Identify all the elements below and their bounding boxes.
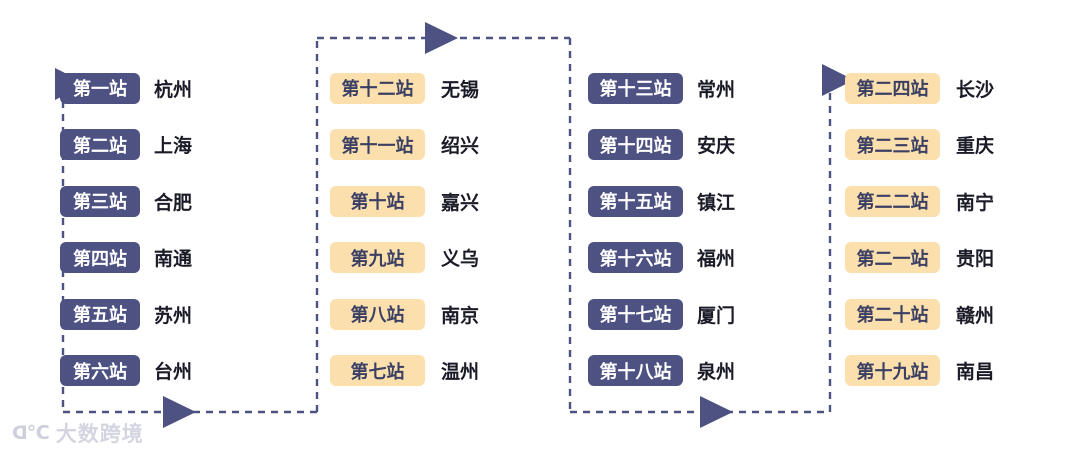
station-city: 贵阳 xyxy=(956,249,995,271)
station-badge[interactable]: 第十七站 xyxy=(588,298,683,330)
station-badge[interactable]: 第十三站 xyxy=(588,72,683,104)
station-badge[interactable]: 第二三站 xyxy=(845,129,940,161)
brand-name: 大数跨境 xyxy=(55,423,144,446)
station-badge[interactable]: 第二站 xyxy=(60,129,140,161)
station-city: 泉州 xyxy=(697,362,736,384)
column-1: 第一站 杭州 第二站 上海 第三站 合肥 第四站 南通 第五站 苏州 第六站 台… xyxy=(60,60,290,399)
station-row[interactable]: 第十五站 镇江 xyxy=(588,173,818,230)
station-row[interactable]: 第八站 南京 xyxy=(330,286,560,343)
station-city: 杭州 xyxy=(154,79,193,101)
arrow-head-bottom-left xyxy=(163,396,196,428)
station-row[interactable]: 第三站 合肥 xyxy=(60,173,290,230)
station-city: 绍兴 xyxy=(441,136,480,158)
station-city: 长沙 xyxy=(956,79,995,101)
station-city: 安庆 xyxy=(697,136,736,158)
column-4: 第二四站 长沙 第二三站 重庆 第二二站 南宁 第二一站 贵阳 第二十站 赣州 … xyxy=(845,60,1075,399)
station-city: 无锡 xyxy=(441,79,480,101)
station-row[interactable]: 第七站 温州 xyxy=(330,343,560,400)
station-row[interactable]: 第四站 南通 xyxy=(60,230,290,287)
station-badge[interactable]: 第十五站 xyxy=(588,185,683,217)
station-row[interactable]: 第十二站 无锡 xyxy=(330,60,560,117)
station-badge[interactable]: 第三站 xyxy=(60,185,140,217)
station-badge[interactable]: 第一站 xyxy=(60,72,140,104)
station-row[interactable]: 第十四站 安庆 xyxy=(588,117,818,174)
station-badge[interactable]: 第四站 xyxy=(60,242,140,274)
station-badge[interactable]: 第二一站 xyxy=(845,242,940,274)
station-row[interactable]: 第十九站 南昌 xyxy=(845,343,1075,400)
station-row[interactable]: 第十八站 泉州 xyxy=(588,343,818,400)
watermark: ᗡ℃ 大数跨境 xyxy=(12,418,144,448)
station-row[interactable]: 第十站 嘉兴 xyxy=(330,173,560,230)
station-badge[interactable]: 第十一站 xyxy=(330,129,425,161)
station-row[interactable]: 第九站 义乌 xyxy=(330,230,560,287)
station-badge[interactable]: 第七站 xyxy=(330,355,425,387)
station-row[interactable]: 第二站 上海 xyxy=(60,117,290,174)
station-city: 苏州 xyxy=(154,305,193,327)
station-row[interactable]: 第二二站 南宁 xyxy=(845,173,1075,230)
station-row[interactable]: 第二四站 长沙 xyxy=(845,60,1075,117)
station-city: 南通 xyxy=(154,249,193,271)
station-city: 台州 xyxy=(154,362,193,384)
station-city: 上海 xyxy=(154,136,193,158)
station-badge[interactable]: 第六站 xyxy=(60,355,140,387)
station-city: 福州 xyxy=(697,249,736,271)
station-city: 重庆 xyxy=(956,136,995,158)
station-city: 赣州 xyxy=(956,305,995,327)
station-row[interactable]: 第二十站 赣州 xyxy=(845,286,1075,343)
station-row[interactable]: 第二一站 贵阳 xyxy=(845,230,1075,287)
station-city: 合肥 xyxy=(154,192,193,214)
station-city: 南昌 xyxy=(956,362,995,384)
arrow-head-top-middle xyxy=(425,22,458,54)
station-city: 南宁 xyxy=(956,192,995,214)
station-row[interactable]: 第二三站 重庆 xyxy=(845,117,1075,174)
station-row[interactable]: 第十七站 厦门 xyxy=(588,286,818,343)
station-badge[interactable]: 第二十站 xyxy=(845,298,940,330)
station-badge[interactable]: 第八站 xyxy=(330,298,425,330)
station-badge[interactable]: 第五站 xyxy=(60,298,140,330)
station-city: 义乌 xyxy=(441,249,480,271)
station-row[interactable]: 第五站 苏州 xyxy=(60,286,290,343)
station-row[interactable]: 第十三站 常州 xyxy=(588,60,818,117)
station-badge[interactable]: 第十四站 xyxy=(588,129,683,161)
station-city: 厦门 xyxy=(697,305,736,327)
station-badge[interactable]: 第二四站 xyxy=(845,72,940,104)
station-row[interactable]: 第十一站 绍兴 xyxy=(330,117,560,174)
station-city: 南京 xyxy=(441,305,480,327)
station-badge[interactable]: 第十二站 xyxy=(330,72,425,104)
station-row[interactable]: 第十六站 福州 xyxy=(588,230,818,287)
arrow-head-col4-start xyxy=(822,64,854,96)
station-badge[interactable]: 第十八站 xyxy=(588,355,683,387)
arrow-head-bottom-right xyxy=(700,396,733,428)
station-badge[interactable]: 第二二站 xyxy=(845,185,940,217)
station-city: 嘉兴 xyxy=(441,192,480,214)
station-row[interactable]: 第六站 台州 xyxy=(60,343,290,400)
station-badge[interactable]: 第十六站 xyxy=(588,242,683,274)
column-2: 第十二站 无锡 第十一站 绍兴 第十站 嘉兴 第九站 义乌 第八站 南京 第七站… xyxy=(330,60,560,399)
station-city: 镇江 xyxy=(697,192,736,214)
station-city: 常州 xyxy=(697,79,736,101)
station-badge[interactable]: 第十站 xyxy=(330,185,425,217)
station-badge[interactable]: 第十九站 xyxy=(845,355,940,387)
station-badge[interactable]: 第九站 xyxy=(330,242,425,274)
brand-logo-icon: ᗡ℃ xyxy=(12,422,50,444)
station-row[interactable]: 第一站 杭州 xyxy=(60,60,290,117)
station-city: 温州 xyxy=(441,362,480,384)
column-3: 第十三站 常州 第十四站 安庆 第十五站 镇江 第十六站 福州 第十七站 厦门 … xyxy=(588,60,818,399)
